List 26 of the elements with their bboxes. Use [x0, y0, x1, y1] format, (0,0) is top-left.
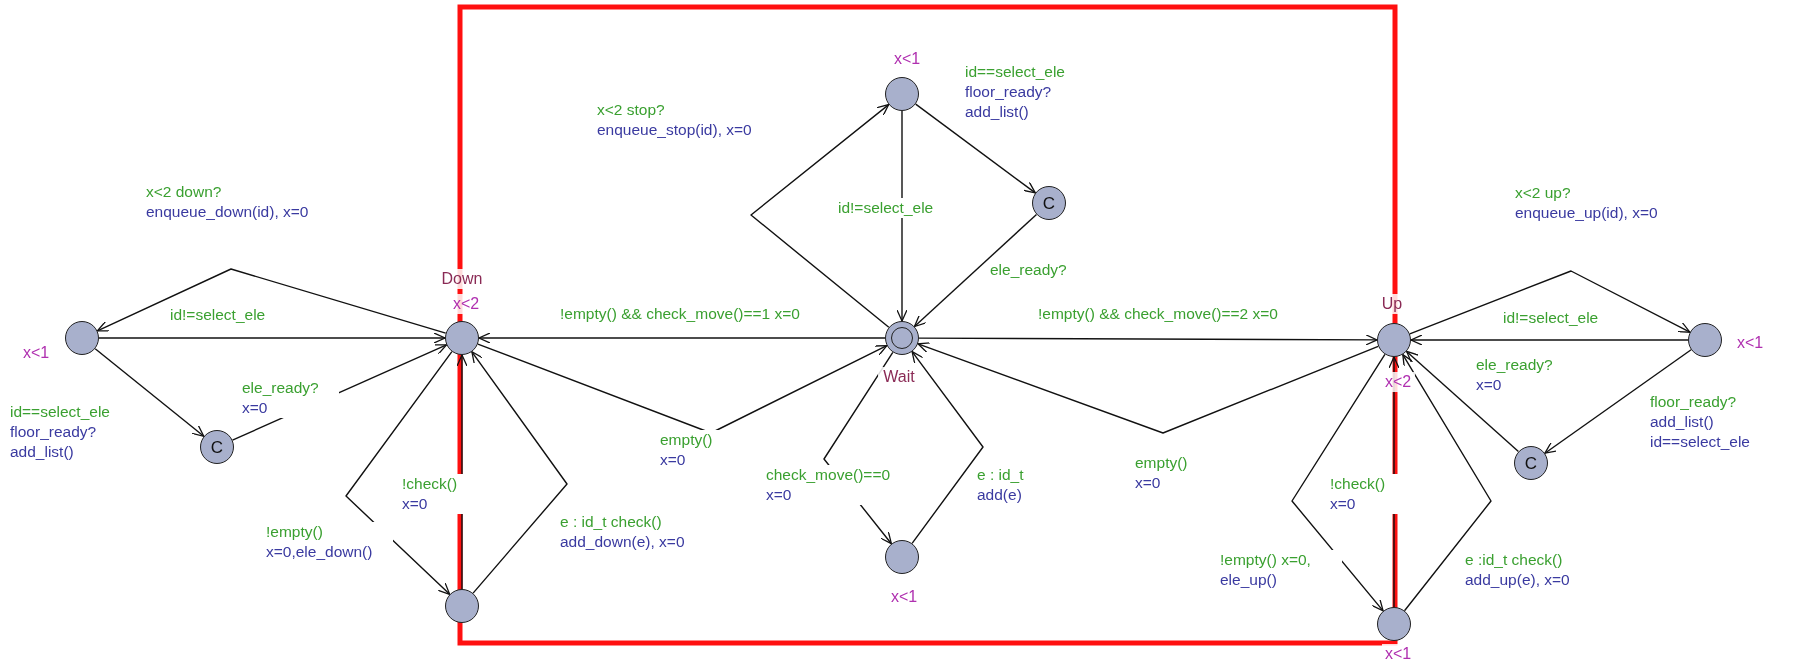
transition-arrow: [1409, 270, 1691, 335]
transition-arrow: [96, 268, 447, 334]
transition-arrow: [911, 350, 984, 544]
transition-arrow: [471, 351, 568, 594]
transition-arrow: [913, 213, 1038, 328]
transition-arrow: [1410, 334, 1689, 346]
transition-arrow: [915, 103, 1036, 194]
location-name: Up: [1380, 294, 1404, 314]
location-circle: C: [1032, 186, 1066, 220]
transition-arrow: [1405, 350, 1520, 453]
transition-arrow: [1291, 353, 1386, 612]
transition-arrow: [917, 342, 1379, 434]
location-name: Down: [441, 269, 483, 289]
transition-arrow: [94, 348, 205, 437]
transition-arrow: [345, 351, 453, 595]
transition-arrow: [750, 103, 890, 328]
location-circle: C: [200, 430, 234, 464]
transition-arrow: [918, 334, 1378, 346]
edge-label: !empty() x=0,ele_down(): [264, 522, 393, 562]
transition-arrow: [1402, 353, 1492, 612]
edge-label: !empty() x=0, ele_up(): [1218, 550, 1342, 590]
location-circle: C: [1514, 446, 1548, 480]
transition-arrow: [98, 332, 446, 344]
transition-arrow: [1544, 349, 1692, 454]
transition-arrow: [896, 110, 908, 322]
transition-arrow: [478, 332, 886, 344]
